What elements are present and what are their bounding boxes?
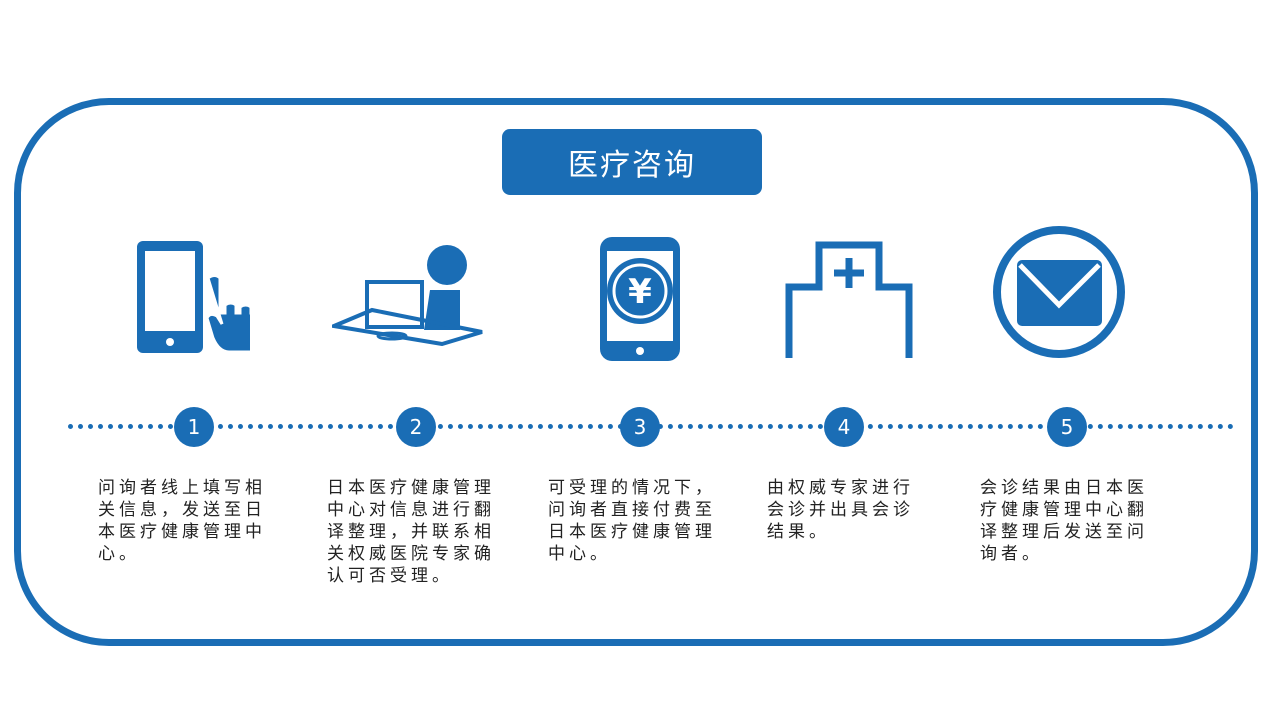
step-description-4: 由权威专家进行会诊并出具会诊结果。	[767, 478, 914, 542]
step-description-3: 可受理的情况下，问询者直接付费至日本医疗健康管理中心。	[548, 478, 716, 564]
step-description-5: 会诊结果由日本医疗健康管理中心翻译整理后发送至问询者。	[980, 478, 1148, 564]
tablet-touch-icon	[137, 241, 250, 354]
person-computer-icon	[332, 245, 483, 346]
step-number-4: 4	[824, 407, 864, 447]
step-description-2: 日本医疗健康管理中心对信息进行翻译整理，并联系相关权威医院专家确认可否受理。	[327, 478, 495, 586]
page-title: 医疗咨询	[502, 129, 762, 195]
step-number-2: 2	[396, 407, 436, 447]
phone-yen-icon: ¥	[600, 237, 680, 361]
svg-text:¥: ¥	[628, 272, 652, 312]
step-description-1: 问询者线上填写相关信息，发送至日本医疗健康管理中心。	[98, 478, 266, 564]
step-number-3: 3	[620, 407, 660, 447]
step-number-5: 5	[1047, 407, 1087, 447]
frame-border	[14, 98, 1258, 646]
mail-icon	[993, 226, 1125, 358]
step-number-1: 1	[174, 407, 214, 447]
hospital-icon	[785, 241, 913, 358]
